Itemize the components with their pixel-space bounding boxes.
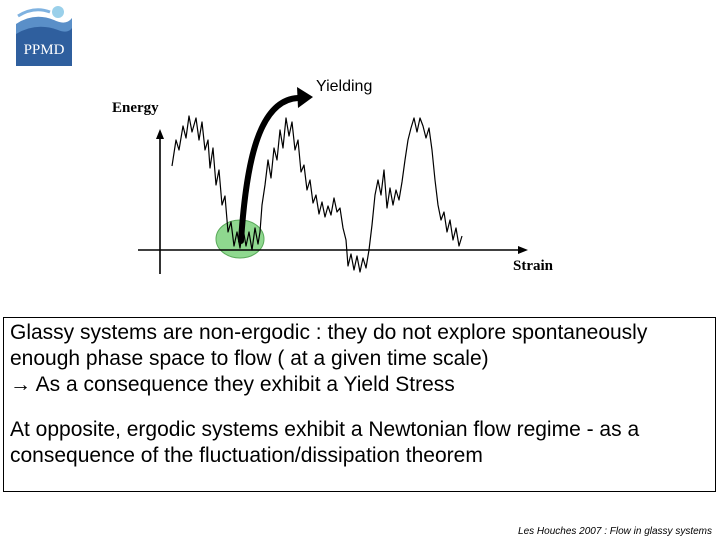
logo-text: PPMD (23, 42, 65, 58)
energy-axis-label: Energy (112, 100, 159, 116)
strain-axis-arrowhead (518, 246, 528, 254)
logo-graphic (14, 4, 74, 66)
yielding-label: Yielding (316, 78, 373, 95)
energy-landscape-diagram (138, 87, 528, 274)
yielding-arrow (238, 95, 301, 244)
energy-axis-arrowhead (156, 129, 164, 139)
nonergodic-paragraph: Glassy systems are non-ergodic : they do… (10, 321, 648, 370)
strain-axis-label: Strain (513, 258, 554, 274)
consequence-line: → As a consequence they exhibit a Yield … (10, 372, 709, 398)
ppmd-logo: PPMD (14, 4, 74, 66)
consequence-text: As a consequence they exhibit a Yield St… (31, 373, 455, 396)
yielding-arrowhead (297, 87, 313, 108)
footer-caption: Les Houches 2007 : Flow in glassy system… (518, 526, 712, 537)
energy-landscape-curve (171, 115, 463, 273)
explanation-textbox: Glassy systems are non-ergodic : they do… (3, 317, 716, 492)
ergodic-paragraph: At opposite, ergodic systems exhibit a N… (10, 418, 640, 467)
right-arrow-icon: → (10, 373, 31, 396)
